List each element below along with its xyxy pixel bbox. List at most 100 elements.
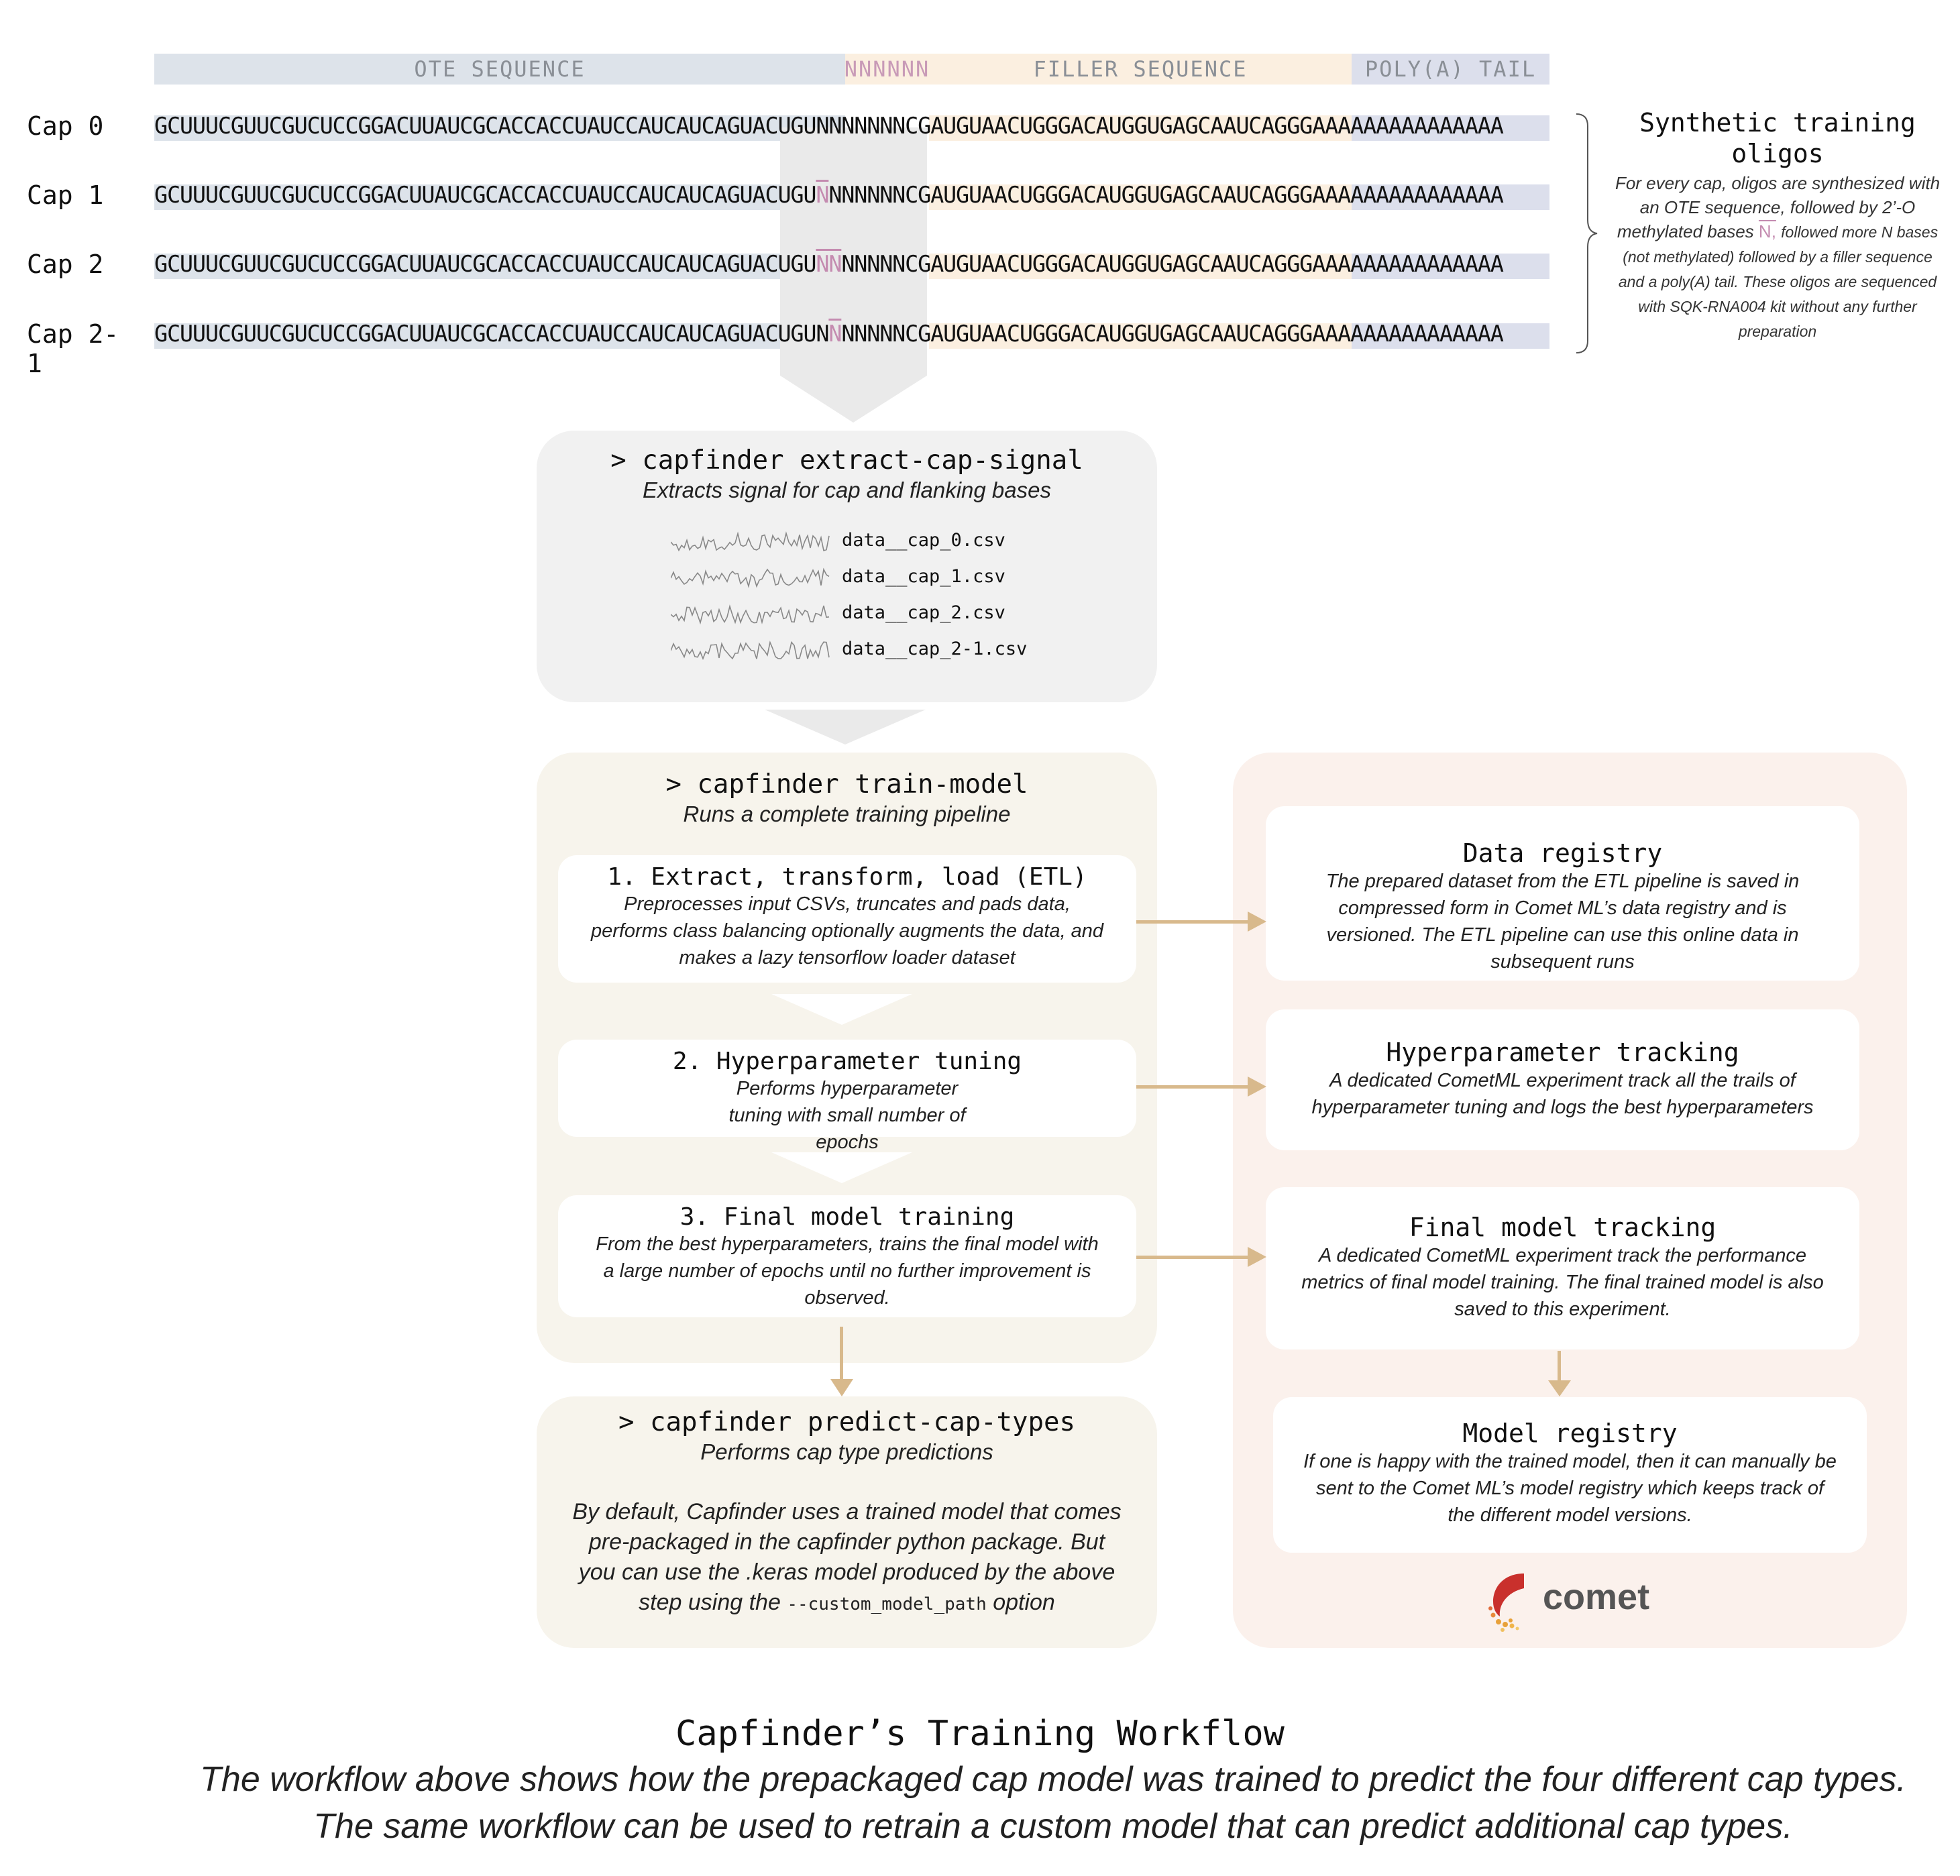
row-tint-polya bbox=[1352, 323, 1549, 349]
side-note-title: Synthetic training oligos bbox=[1639, 108, 1916, 168]
step-hp-title: 2. Hyperparameter tuning bbox=[672, 1048, 1022, 1075]
ote-band: OTE SEQUENCE bbox=[154, 54, 845, 85]
seq-rest-n: NNNNN bbox=[841, 321, 906, 347]
seq-rest-n: NNNNN bbox=[841, 251, 906, 277]
predict-subtitle: Performs cap type predictions bbox=[700, 1439, 993, 1464]
flow-arrow-top bbox=[780, 127, 927, 423]
train-command: > capfinder train-model bbox=[665, 769, 1028, 799]
model-registry-card: Model registry If one is happy with the … bbox=[1273, 1397, 1867, 1553]
hp-tracking-card: Hyperparameter tracking A dedicated Come… bbox=[1266, 1009, 1859, 1150]
seq-polya: AAAAAAAAAAAAAAA bbox=[1312, 113, 1504, 139]
signal-file-name: data__cap_1.csv bbox=[842, 566, 1005, 587]
arrow-to-comet-head bbox=[1248, 912, 1266, 932]
nnn-band: NNNNNN bbox=[845, 54, 929, 85]
polya-band-label: POLY(A) TAIL bbox=[1364, 56, 1537, 82]
cap-sequence: GCUUUCGUUCGUCUCCGGACUUAUCGCACCACCUAUCCAU… bbox=[154, 113, 1504, 139]
row-tint-polya bbox=[1352, 254, 1549, 279]
row-tint-polya bbox=[1352, 115, 1549, 141]
seq-filler: CGAUGUAACUGGGACAUGGUGAGCAAUCAGGG bbox=[905, 113, 1313, 139]
seq-polya: AAAAAAAAAAAAAAA bbox=[1312, 251, 1504, 277]
data-registry-desc: The prepared dataset from the ETL pipeli… bbox=[1325, 871, 1800, 973]
custom-model-path-code: --custom_model_path bbox=[787, 1594, 987, 1614]
row-tint-filler bbox=[929, 184, 1352, 210]
predict-body-text: By default, Capfinder uses a trained mod… bbox=[572, 1499, 1122, 1615]
side-note-text-2: followed more N bases (not methylated) f… bbox=[1618, 223, 1939, 340]
brace-icon bbox=[1576, 113, 1598, 353]
predict-command: > capfinder predict-cap-types bbox=[618, 1407, 1075, 1437]
cap-label: Cap 2-1 bbox=[27, 319, 119, 378]
step-final-title: 3. Final model training bbox=[679, 1203, 1015, 1231]
ote-tint bbox=[154, 115, 845, 350]
cap-label: Cap 0 bbox=[27, 111, 104, 141]
seq-ote: GCUUUCGUUCGUCUCCGGACUUAUCGCACCACCUAUCCAU… bbox=[154, 251, 817, 277]
cap-label: Cap 2 bbox=[27, 250, 104, 279]
seq-ote: GCUUUCGUUCGUCUCCGGACUUAUCGCACCACCUAUCCAU… bbox=[154, 182, 817, 208]
final-tracking-card: Final model tracking A dedicated CometML… bbox=[1266, 1187, 1859, 1349]
filler-band: FILLER SEQUENCE bbox=[929, 54, 1352, 85]
arrow-to-comet bbox=[1136, 1256, 1250, 1259]
data-registry-title: Data registry bbox=[1462, 838, 1663, 868]
step-hp-desc: Performs hyperparameter tuning with smal… bbox=[728, 1078, 966, 1153]
row-tint-ote bbox=[154, 254, 845, 279]
seq-ote: GCUUUCGUUCGUCUCCGGACUUAUCGCACCACCUAUCCAU… bbox=[154, 321, 817, 347]
arrow-train-predict bbox=[840, 1327, 843, 1387]
seq-filler: CGAUGUAACUGGGACAUGGUGAGCAAUCAGGG bbox=[905, 182, 1313, 208]
model-registry-desc: If one is happy with the trained model, … bbox=[1303, 1451, 1837, 1526]
signal-trace-icon bbox=[671, 531, 830, 552]
signal-file-name: data__cap_2-1.csv bbox=[842, 639, 1028, 659]
cap-sequence: GCUUUCGUUCGUCUCCGGACUUAUCGCACCACCUAUCCAU… bbox=[154, 182, 1504, 208]
final-tracking-title: Final model tracking bbox=[1409, 1213, 1717, 1242]
extract-command: > capfinder extract-cap-signal bbox=[610, 445, 1083, 476]
step-final-desc: From the best hyperparameters, trains th… bbox=[596, 1233, 1099, 1309]
data-registry-card: Data registry The prepared dataset from … bbox=[1266, 806, 1859, 981]
step-arrow-1 bbox=[771, 994, 912, 1025]
arrow-to-comet bbox=[1136, 920, 1250, 924]
predict-body: By default, Capfinder uses a trained mod… bbox=[570, 1497, 1124, 1620]
step-hp-card: 2. Hyperparameter tuning Performs hyperp… bbox=[558, 1040, 1136, 1153]
methylated-n-symbol: N, bbox=[1758, 221, 1776, 241]
hp-tracking-desc: A dedicated CometML experiment track all… bbox=[1311, 1070, 1814, 1118]
row-tint-filler bbox=[929, 254, 1352, 279]
seq-pre-n: N bbox=[816, 321, 829, 347]
side-note-text-1: For every cap, oligos are synthesized wi… bbox=[1615, 173, 1941, 241]
step-final-card: 3. Final model training From the best hy… bbox=[558, 1195, 1136, 1317]
train-subtitle: Runs a complete training pipeline bbox=[683, 802, 1011, 826]
seq-polya: AAAAAAAAAAAAAAA bbox=[1312, 321, 1504, 347]
seq-rest-n: NNNNNN bbox=[828, 182, 906, 208]
arrow-to-comet bbox=[1136, 1085, 1250, 1089]
model-registry-title: Model registry bbox=[1462, 1419, 1678, 1448]
row-tint-filler bbox=[929, 115, 1352, 141]
row-tint-filler bbox=[929, 323, 1352, 349]
arrow-to-comet-head bbox=[1248, 1077, 1266, 1097]
seq-pre-n: N bbox=[816, 113, 829, 139]
comet-logo-text: comet bbox=[1543, 1577, 1650, 1617]
side-note-text: For every cap, oligos are synthesized wi… bbox=[1610, 171, 1945, 343]
extract-subtitle: Extracts signal for cap and flanking bas… bbox=[642, 478, 1051, 502]
signal-trace-icon bbox=[671, 641, 830, 661]
nnn-band-label: NNNNNN bbox=[844, 56, 930, 82]
row-tint-ote bbox=[154, 323, 845, 349]
seq-filler: CGAUGUAACUGGGACAUGGUGAGCAAUCAGGG bbox=[905, 251, 1313, 277]
signal-file-name: data__cap_2.csv bbox=[842, 602, 1005, 623]
signal-file-name: data__cap_0.csv bbox=[842, 530, 1005, 551]
row-tint-polya bbox=[1352, 184, 1549, 210]
seq-ote: GCUUUCGUUCGUCUCCGGACUUAUCGCACCACCUAUCCAU… bbox=[154, 113, 817, 139]
arrow-final-registry bbox=[1558, 1351, 1561, 1384]
seq-rest-n: NNNNNN bbox=[828, 113, 906, 139]
seq-methylated: N bbox=[828, 321, 842, 347]
comet-logo-icon bbox=[1488, 1574, 1524, 1632]
seq-methylated: N bbox=[816, 182, 829, 208]
workflow-caption: The workflow above shows how the prepack… bbox=[200, 1760, 1906, 1846]
extract-panel bbox=[537, 431, 1157, 702]
arrow-train-predict-head bbox=[830, 1379, 853, 1396]
row-tint-ote bbox=[154, 184, 845, 210]
seq-polya: AAAAAAAAAAAAAAA bbox=[1312, 182, 1504, 208]
predict-panel bbox=[537, 1396, 1157, 1648]
seq-filler: CGAUGUAACUGGGACAUGGUGAGCAAUCAGGG bbox=[905, 321, 1313, 347]
polya-band: POLY(A) TAIL bbox=[1352, 54, 1549, 85]
arrow-to-comet-head bbox=[1248, 1247, 1266, 1267]
step-etl-title: 1. Extract, transform, load (ETL) bbox=[607, 863, 1087, 891]
step-etl-desc: Preprocesses input CSVs, truncates and p… bbox=[590, 893, 1104, 969]
ote-band-label: OTE SEQUENCE bbox=[414, 56, 586, 82]
cap-sequence: GCUUUCGUUCGUCUCCGGACUUAUCGCACCACCUAUCCAU… bbox=[154, 251, 1504, 277]
